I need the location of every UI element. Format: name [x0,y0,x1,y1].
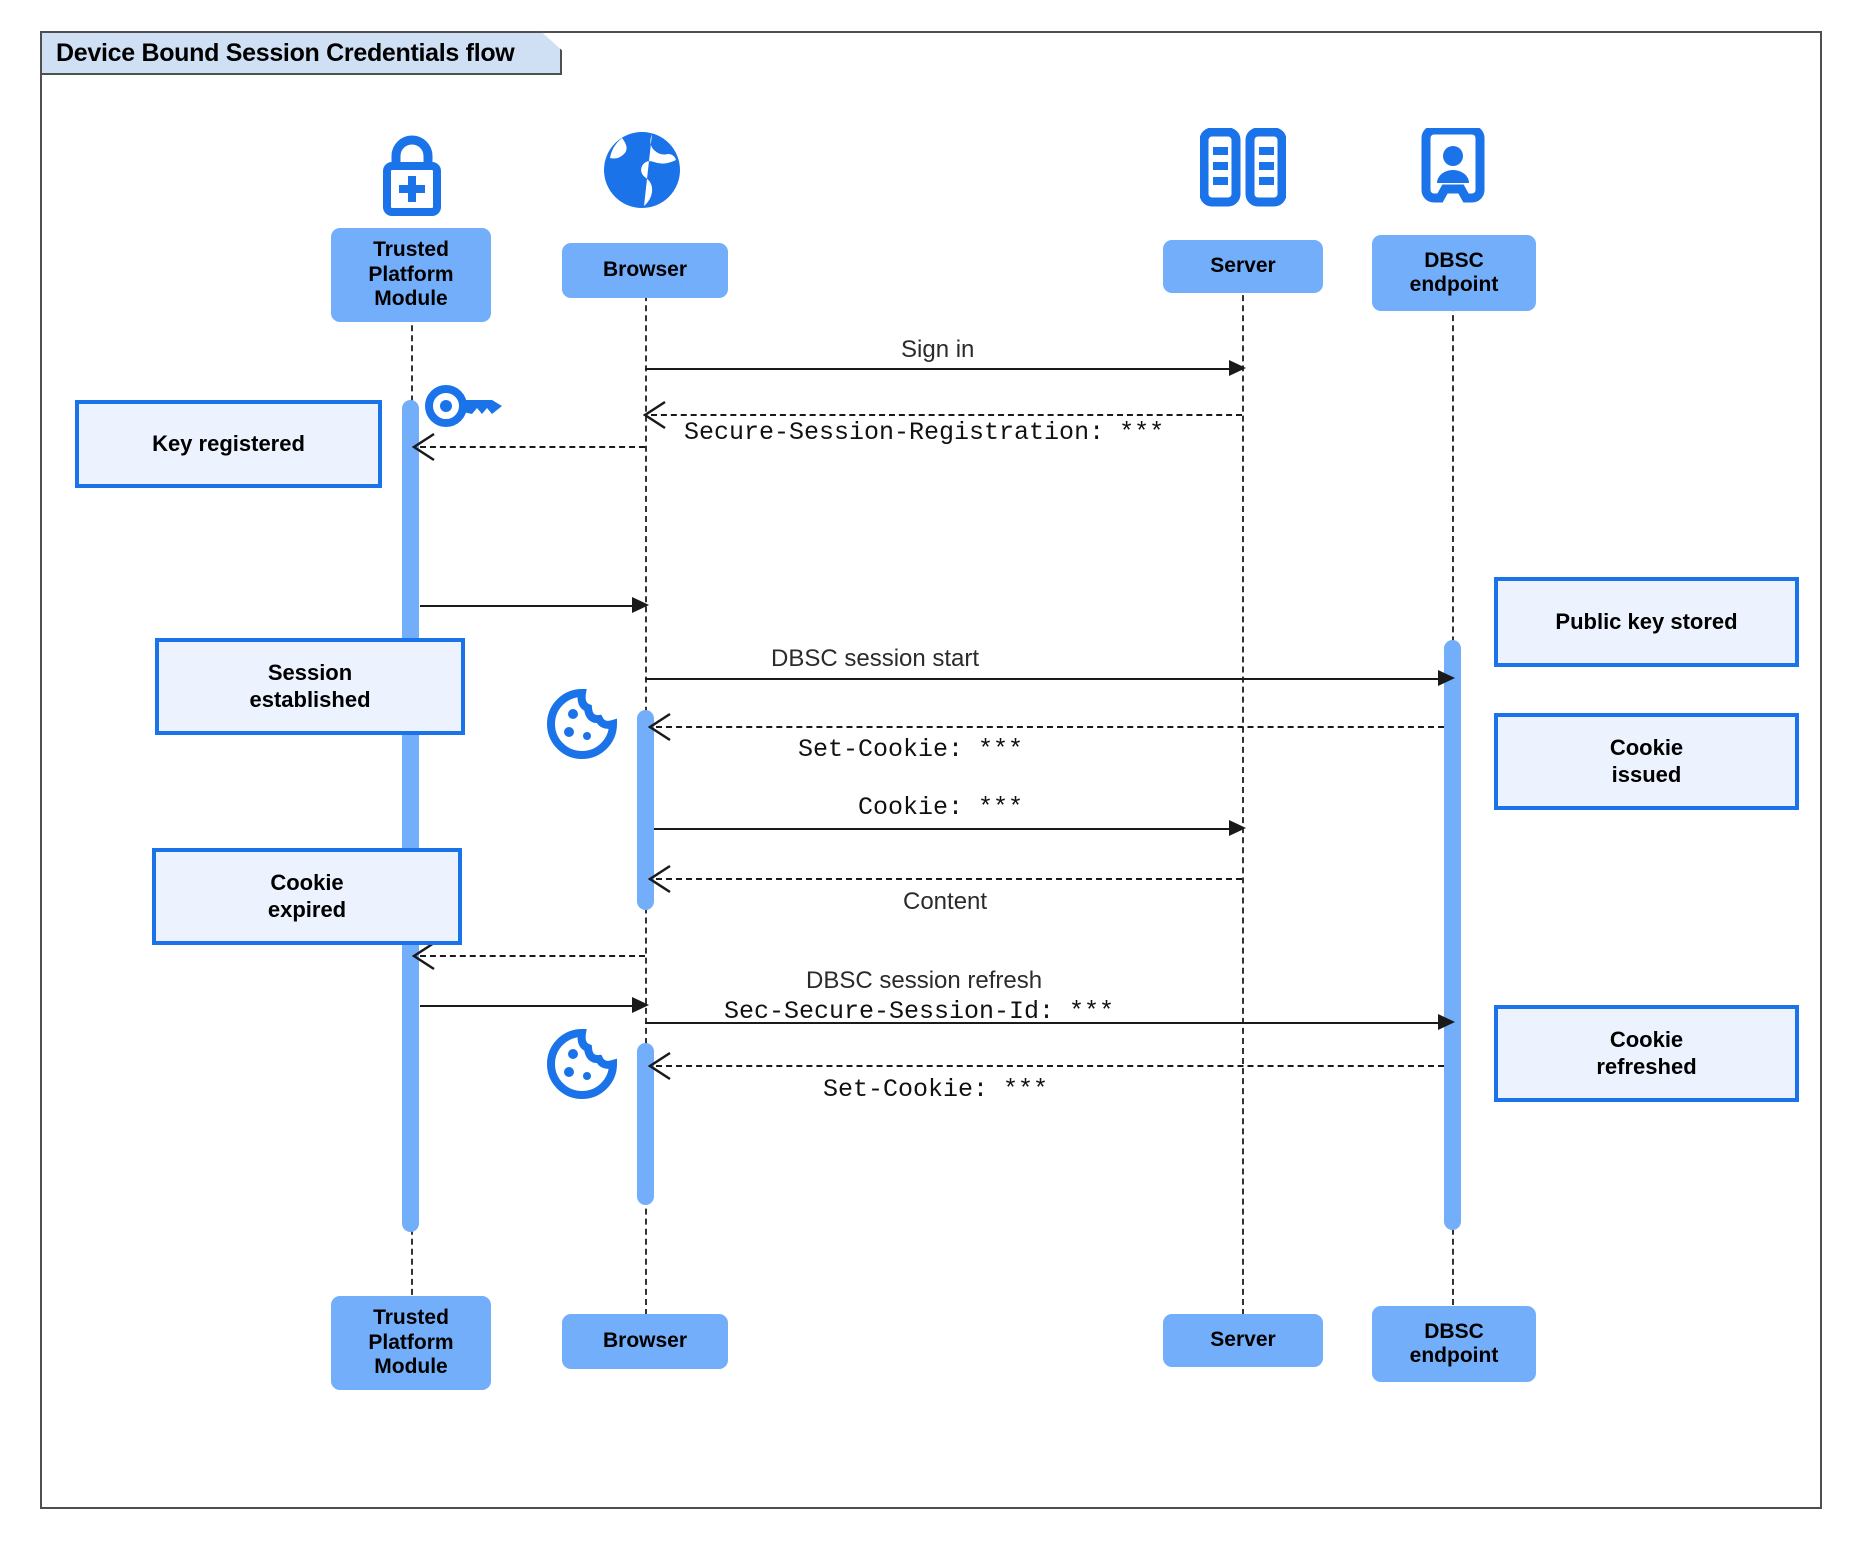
activation-dbsc [1444,640,1461,1230]
note-session-established: Session established [155,638,465,735]
participant-dbsc-bottom[interactable]: DBSC endpoint [1372,1306,1536,1382]
message-label-content: Content [903,888,988,915]
message-line-dbsc-session-refresh [645,1022,1450,1024]
message-line-set-cookie-2 [656,1065,1444,1067]
activation-browser-2 [637,1043,654,1205]
participant-label: DBSC [1424,248,1484,272]
note-cookie-issued: Cookie issued [1494,713,1799,810]
lock-plus-icon [371,128,453,223]
participant-server-bottom[interactable]: Server [1163,1314,1323,1367]
note-text: Public key stored [1555,608,1738,634]
activation-browser-1 [637,710,654,910]
message-line-key-ready [420,605,638,607]
message-line-sign-in [645,368,1235,370]
note-public-key-stored: Public key stored [1494,577,1799,667]
message-line-secure-session-registration [651,414,1242,416]
note-text: Cookie [1609,734,1684,760]
arrowhead-cookie [1229,820,1246,836]
cookie-icon-1 [545,688,619,765]
message-line-dbsc-session-start [645,678,1450,680]
arrowhead-tpm-sign-refresh [632,997,649,1013]
participant-label: Trusted [373,238,449,262]
note-text: Cookie [270,869,344,895]
participant-server-top[interactable]: Server [1163,240,1323,293]
arrowhead-key-ready [632,597,649,613]
note-text: refreshed [1596,1053,1697,1079]
participant-label: Module [374,287,448,311]
note-text: established [249,686,371,712]
message-label-dbsc-session-start: DBSC session start [771,645,980,672]
message-label-sign-in: Sign in [901,336,975,363]
lifeline-server [1242,255,1244,1315]
activation-tpm [402,400,419,1232]
message-label-set-cookie-1: Set-Cookie: *** [798,735,1024,764]
participant-label: Platform [368,1330,454,1354]
message-label-set-cookie-2: Set-Cookie: *** [823,1075,1049,1104]
note-text: Session [267,659,353,685]
arrowhead-dbsc-session-refresh [1438,1014,1455,1030]
participant-tpm-bottom[interactable]: Trusted Platform Module [331,1296,491,1390]
note-text: Key registered [152,430,305,456]
participant-label: Platform [368,262,454,286]
participant-label: Browser [602,258,688,282]
message-label-sec-secure-session-id: Sec-Secure-Session-Id: *** [724,997,1115,1026]
server-racks-icon [1199,127,1287,213]
key-icon [424,382,506,435]
participant-tpm-top[interactable]: Trusted Platform Module [331,228,491,322]
diagram-title: Device Bound Session Credentials flow [56,38,515,67]
participant-dbsc-top[interactable]: DBSC endpoint [1372,235,1536,311]
participant-label: Module [374,1355,448,1379]
message-line-cookie [654,828,1235,830]
note-key-registered: Key registered [75,400,382,488]
note-text: issued [1611,761,1682,787]
id-badge-icon [1418,125,1488,213]
participant-label: Browser [602,1329,688,1353]
participant-label: Trusted [373,1306,449,1330]
diagram-title-tab: Device Bound Session Credentials flow [40,31,562,75]
note-cookie-expired: Cookie expired [152,848,462,945]
participant-browser-top[interactable]: Browser [562,243,728,298]
message-label-secure-session-registration: Secure-Session-Registration: *** [684,418,1165,447]
message-line-cookie-expired-notify [420,955,645,957]
message-line-set-cookie-1 [656,726,1444,728]
participant-label: endpoint [1409,1344,1499,1367]
participant-browser-bottom[interactable]: Browser [562,1314,728,1369]
message-line-content [656,878,1242,880]
participant-label: DBSC [1424,1319,1484,1343]
message-label-cookie: Cookie: *** [858,793,1024,822]
note-cookie-refreshed: Cookie refreshed [1494,1005,1799,1102]
participant-label: Server [1210,254,1276,278]
participant-label: endpoint [1409,273,1499,296]
message-label-dbsc-session-refresh: DBSC session refresh [806,967,1043,994]
arrowhead-sign-in [1229,360,1246,376]
arrowhead-dbsc-session-start [1438,670,1455,686]
message-line-register-key [420,446,645,448]
note-text: Cookie [1609,1026,1684,1052]
participant-label: Server [1210,1328,1276,1352]
cookie-icon-2 [545,1028,619,1105]
note-text: expired [267,896,347,922]
message-line-tpm-sign-refresh [420,1005,638,1007]
globe-icon [600,128,684,217]
